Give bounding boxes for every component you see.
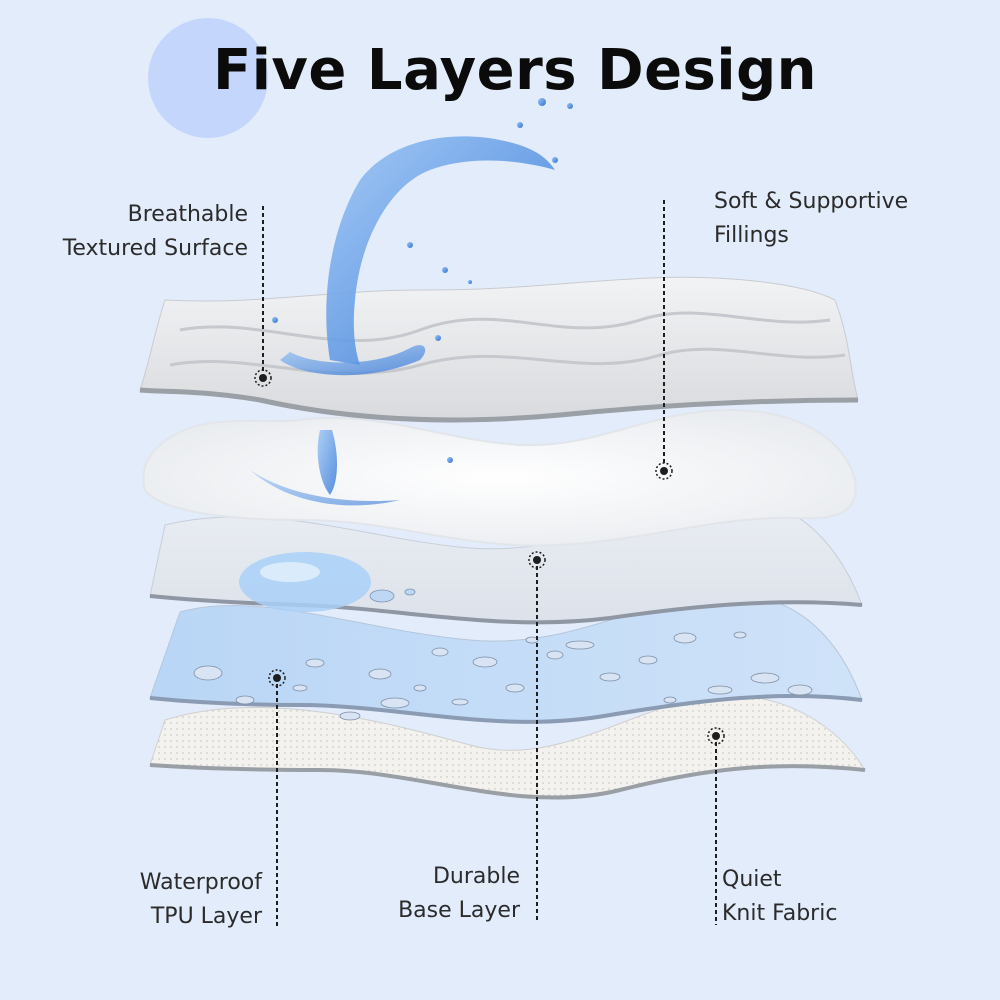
water-splash — [250, 98, 573, 506]
page-title: Five Layers Design — [212, 38, 818, 103]
label-breathable: Breathable Textured Surface — [20, 198, 248, 266]
marker-breathable — [254, 369, 272, 387]
label-breathable-line1: Breathable — [127, 202, 248, 227]
callout-lines — [262, 200, 717, 928]
label-waterproof-line1: Waterproof — [139, 870, 262, 895]
label-knit-line2: Knit Fabric — [722, 901, 838, 926]
label-breathable-line2: Textured Surface — [62, 236, 248, 261]
label-fillings-line2: Fillings — [714, 223, 789, 248]
label-knit-line1: Quiet — [722, 867, 782, 892]
label-base-line2: Base Layer — [398, 898, 520, 923]
label-base-line1: Durable — [432, 864, 520, 889]
marker-base — [528, 551, 546, 569]
marker-fillings — [655, 462, 673, 480]
label-fillings-line1: Soft & Supportive — [714, 189, 909, 214]
marker-knit — [707, 727, 725, 745]
label-base: Durable Base Layer — [330, 860, 520, 928]
label-fillings: Soft & Supportive Fillings — [714, 185, 994, 253]
marker-waterproof — [268, 669, 286, 687]
knit-fabric-layer — [149, 695, 866, 800]
base-layer — [149, 504, 863, 625]
label-waterproof-line2: TPU Layer — [150, 904, 262, 929]
top-surface-layer — [139, 276, 859, 423]
label-knit: Quiet Knit Fabric — [722, 863, 982, 931]
callout-markers — [254, 369, 725, 745]
decorative-circle — [148, 18, 268, 138]
tpu-layer — [149, 594, 863, 724]
label-waterproof: Waterproof TPU Layer — [40, 866, 262, 934]
